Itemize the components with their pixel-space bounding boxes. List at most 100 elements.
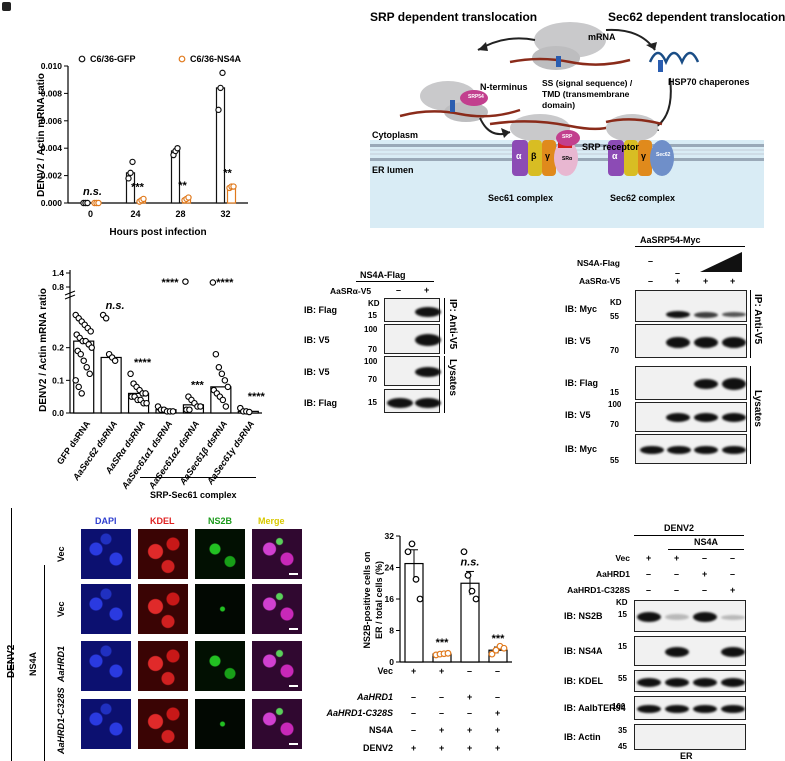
e-sign: + [703, 276, 709, 286]
g-sign: + [411, 743, 417, 753]
d-blot-3 [384, 356, 441, 386]
g-sign: – [411, 725, 417, 735]
micrograph-merge [251, 583, 303, 635]
d-sign-2: + [424, 285, 430, 295]
h-blot [634, 724, 746, 750]
hsp70-label: HSP70 chaperones [668, 77, 750, 87]
h-denv2: DENV2 [664, 523, 695, 533]
a-significance: n.s. [83, 186, 102, 198]
h-sign: – [730, 553, 736, 563]
panel-e-blots: AaSRP54-Myc NS4A-Flag – – AaSRα-V5 – + +… [555, 230, 764, 490]
g-point [416, 595, 424, 603]
cytoplasm-label: Cytoplasm [372, 130, 419, 140]
h-band [721, 614, 745, 620]
a-legend-marker [78, 55, 86, 63]
h-band [637, 677, 661, 687]
c-point [83, 364, 90, 371]
panel-a-chart: 0.0000.0020.0040.0060.0080.0100n.s.24***… [36, 54, 248, 238]
c-point [102, 315, 110, 322]
micrograph-merge [251, 528, 303, 580]
e-blot-3 [635, 366, 747, 400]
h-band [693, 677, 717, 687]
g-significance: *** [492, 633, 506, 645]
g-significance: n.s. [461, 556, 480, 568]
g-row-label: AaHRD1-C328S [326, 708, 393, 718]
c-ytick-label: 0.1 [52, 375, 64, 385]
panel-d-blots: NS4A-Flag AaSRα-V5 – + IB: Flag KD 15 IB… [300, 265, 460, 445]
g-sign: + [467, 692, 473, 702]
h-sign: – [674, 569, 680, 579]
a-point [84, 199, 91, 207]
c-point [127, 370, 134, 378]
h-band [665, 677, 689, 687]
er-lumen-label: ER lumen [372, 165, 414, 175]
g-point [500, 644, 508, 652]
c-significance: **** [161, 277, 179, 289]
sec62-title: Sec62 dependent translocation [608, 10, 785, 24]
c-point [143, 399, 150, 407]
translocation-illustration [370, 22, 764, 176]
g-sign: – [439, 692, 445, 702]
d-sign-1: – [396, 285, 402, 295]
panel-b-diagram: SRP dependent translocation Sec62 depend… [370, 0, 785, 232]
g-sign: + [411, 666, 417, 676]
g-sign: – [467, 666, 473, 676]
d-row-flag-lys: IB: Flag [304, 398, 337, 408]
d-blot-2 [384, 324, 441, 354]
g-ytick-label: 24 [385, 563, 395, 573]
e-blot-1 [635, 290, 747, 322]
e-ns4a-label: NS4A-Flag [577, 258, 620, 268]
mrna-label: mRNA [588, 32, 616, 42]
e-mw: 55 [610, 312, 619, 321]
c-significance: **** [216, 277, 234, 289]
c-point [80, 357, 87, 364]
e-mw: 70 [610, 346, 619, 355]
c-point [87, 328, 94, 335]
d-row-v5-ip: IB: V5 [304, 335, 330, 345]
micrograph-kdel [137, 640, 189, 692]
h-blot [634, 670, 746, 692]
g-sign: + [439, 725, 445, 735]
a-point [219, 69, 226, 77]
g-sign: + [495, 743, 501, 753]
a-xtick-label: 32 [220, 209, 230, 219]
micrograph-ns2b [194, 583, 246, 635]
c-point [182, 278, 189, 285]
h-blot [634, 600, 746, 632]
g-sign: – [411, 708, 417, 718]
c-axis-break [64, 290, 76, 296]
h-sign: – [646, 585, 652, 595]
h-mw: 55 [618, 674, 627, 683]
a-significance: ** [178, 180, 187, 192]
a-significance: ** [223, 168, 232, 180]
d-kd: KD [368, 299, 380, 308]
h-band [637, 705, 661, 713]
d-side-lys: Lysates [447, 359, 458, 396]
g-sign: + [439, 743, 445, 753]
e-gradient-triangle [700, 252, 742, 272]
sec62-tag: Sec62 [656, 152, 671, 158]
g-sign: + [439, 666, 445, 676]
c-axis-break [64, 294, 76, 300]
g-point [472, 595, 480, 603]
e-mw: 100 [608, 400, 622, 409]
f-ns4a: NS4A [28, 651, 38, 676]
g-significance: *** [436, 637, 450, 649]
d-mw: 70 [368, 345, 377, 354]
g-point [488, 650, 496, 658]
a-ylabel: DENV2 / Actin mRNA ratio [36, 73, 47, 197]
sec62-complex-label: Sec62 complex [610, 193, 676, 203]
g-sign: – [495, 666, 501, 676]
d-v5-label: AaSRα-V5 [330, 286, 372, 296]
g-sign: + [495, 708, 501, 718]
d-side-ip: IP: Anti-V5 [447, 299, 458, 350]
c-point [88, 344, 95, 351]
c-point [111, 357, 119, 364]
a-ytick-label: 0.000 [41, 198, 63, 208]
h-blot [634, 696, 746, 720]
srp54-tag: SRP54 [468, 94, 484, 100]
h-band [721, 677, 745, 687]
gamma-tag-2: γ [641, 151, 647, 161]
h-band [637, 612, 661, 622]
